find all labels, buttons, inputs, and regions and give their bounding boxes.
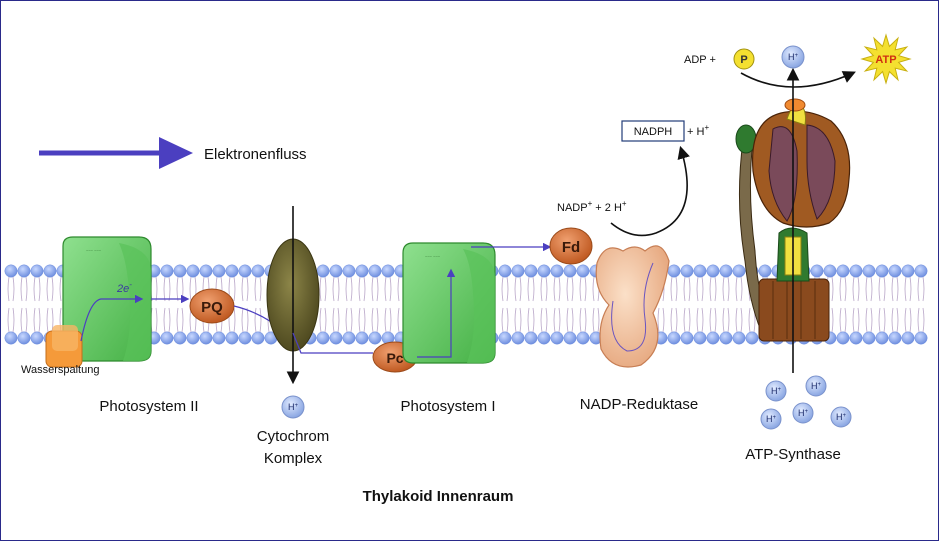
lumen-protons: H+ H+ H+ H+ H+ [760,375,852,430]
photosystem-ii-label: Photosystem II [99,398,198,415]
fd-label: Fd [562,239,580,256]
cytochrom-label-2: Komplex [264,450,323,467]
svg-text:H+: H+ [788,52,799,62]
atp-synthase-label: ATP-Synthase [745,446,841,463]
plastoquinone: PQ [189,288,235,324]
svg-text:~~~ ~~~: ~~~ ~~~ [425,254,441,259]
atp-reaction-arrow [740,71,856,88]
proton-lumen-label-1: H+ [771,386,782,396]
nadph-label: NADPH [634,126,673,138]
proton-cyt [281,395,305,419]
nadph-h-label: + H+ [687,123,709,138]
phosphate: P [733,48,755,70]
atp-starburst: ATP [860,33,912,85]
ps2-electron-path [80,294,144,342]
photosystem-i: ~~~ ~~~ [402,242,496,364]
photosystem-i-label: Photosystem I [400,398,495,415]
svg-text:P: P [740,54,747,66]
atp-label: ATP [875,54,896,66]
proton-lumen-label-4: H+ [798,408,809,418]
two-electrons-label: 2e- [116,280,132,295]
proton-lumen-4 [792,402,814,424]
svg-text:~~~ ~~~: ~~~ ~~~ [86,248,102,253]
nadp-reduktase-label: NADP-Reduktase [580,396,698,413]
proton-lumen-label-5: H+ [836,412,847,422]
atp-synthase [735,67,851,373]
wasserspaltung-label: Wasserspaltung [21,364,99,376]
legend-label: Elektronenfluss [204,146,307,163]
proton-lumen-label-3: H+ [766,414,777,424]
proton-lumen-1 [765,380,787,402]
cyt-to-pc-path [292,332,373,354]
proton-lumen-2 [805,375,827,397]
nadp-input-label: NADP+ + 2 H+ [557,199,627,214]
nadp-reaction-arrow [610,145,690,237]
cytochrom-label-1: Cytochrom [257,428,330,445]
electron-flow-legend: Elektronenfluss [39,137,307,169]
proton-lumen-label-2: H+ [811,381,822,391]
thylakoid-membrane [4,264,928,345]
adp-label: ADP + [684,54,716,66]
wasserspaltung-complex: Wasserspaltung [21,325,99,376]
ferredoxin: Fd [549,227,593,265]
proton-top [781,45,805,69]
nadph-box [621,120,685,142]
proton-lumen-5 [830,406,852,428]
nadp-reduktase [595,245,670,368]
pc-to-ps1-path [417,268,456,358]
pc-label: Pc [386,350,403,366]
pq-label: PQ [201,299,223,316]
proton-lumen-3 [760,408,782,430]
svg-text:H+: H+ [288,402,299,412]
lumen-label: Thylakoid Innenraum [363,488,514,505]
cytochrom-complex [266,206,320,385]
